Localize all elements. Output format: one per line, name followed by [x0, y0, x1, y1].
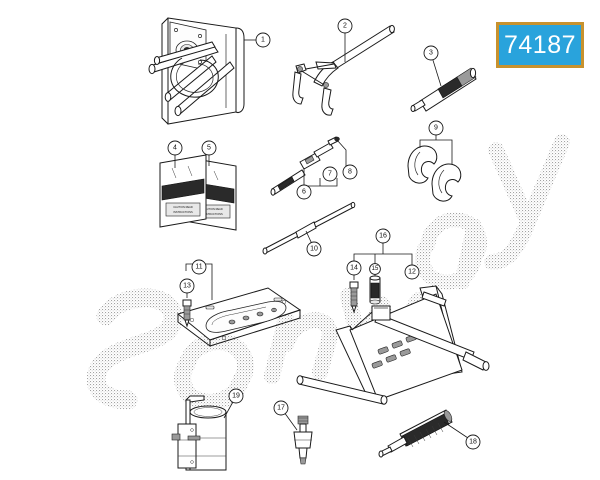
packet-left-line1: CAUTION READ	[173, 205, 193, 209]
callout-12: 12	[408, 269, 416, 276]
part-4-5-packets: CAUTION READ INSTRUCTIONS CAUTION READ I…	[159, 140, 237, 231]
part-18-knurled-handle-tool: 18	[378, 409, 481, 458]
part-19-cylinder-clamp: 19	[171, 388, 244, 471]
packet-right-line2: INSTRUCTIONS	[203, 212, 223, 216]
callout-1: 1	[261, 37, 265, 44]
callout-3: 3	[429, 50, 433, 57]
callout-15: 15	[372, 266, 379, 272]
part-number-text: 74187	[503, 30, 577, 59]
callout-2: 2	[343, 23, 347, 30]
part-9-half-shell-collars: 9	[407, 120, 462, 202]
part-13-bolt-small: 13	[179, 278, 195, 328]
callout-4: 4	[173, 145, 177, 152]
part-6-7-8-shaft-assembly: 6 7 8	[270, 136, 358, 200]
callout-9: 9	[434, 125, 438, 132]
callout-19: 19	[232, 393, 240, 400]
callout-10: 10	[310, 246, 318, 253]
callout-5: 5	[207, 145, 211, 152]
callout-17: 17	[277, 405, 285, 412]
part-number-badge: 74187	[496, 22, 584, 68]
part-1-mounting-plate-assembly: 1	[148, 17, 271, 125]
part-2-spreader-lever-tool: 2	[292, 18, 395, 116]
callout-13: 13	[183, 283, 191, 290]
packet-left-line2: INSTRUCTIONS	[173, 210, 193, 214]
callout-11: 11	[195, 264, 202, 271]
callout-7: 7	[328, 171, 332, 178]
part-3-knurled-driver-tool: 3	[410, 45, 477, 112]
packet-right-line1: CAUTION READ	[203, 207, 223, 211]
part-15-bushing	[369, 275, 381, 305]
part-17-valve-fitting: 17	[273, 400, 313, 465]
part-14-bolt-medium	[349, 281, 359, 314]
callout-group-16: 16 14 15 12	[346, 228, 420, 280]
part-12-frame-stand	[296, 285, 490, 405]
callout-16: 16	[379, 233, 387, 240]
callout-8: 8	[348, 169, 352, 176]
part-1-rods	[148, 41, 235, 117]
callout-6: 6	[302, 189, 306, 196]
callout-14: 14	[350, 265, 358, 272]
part-11-base-plate-fixture: 11	[176, 259, 302, 347]
callout-18: 18	[469, 439, 477, 446]
part-10-long-rod: 10	[262, 201, 356, 257]
